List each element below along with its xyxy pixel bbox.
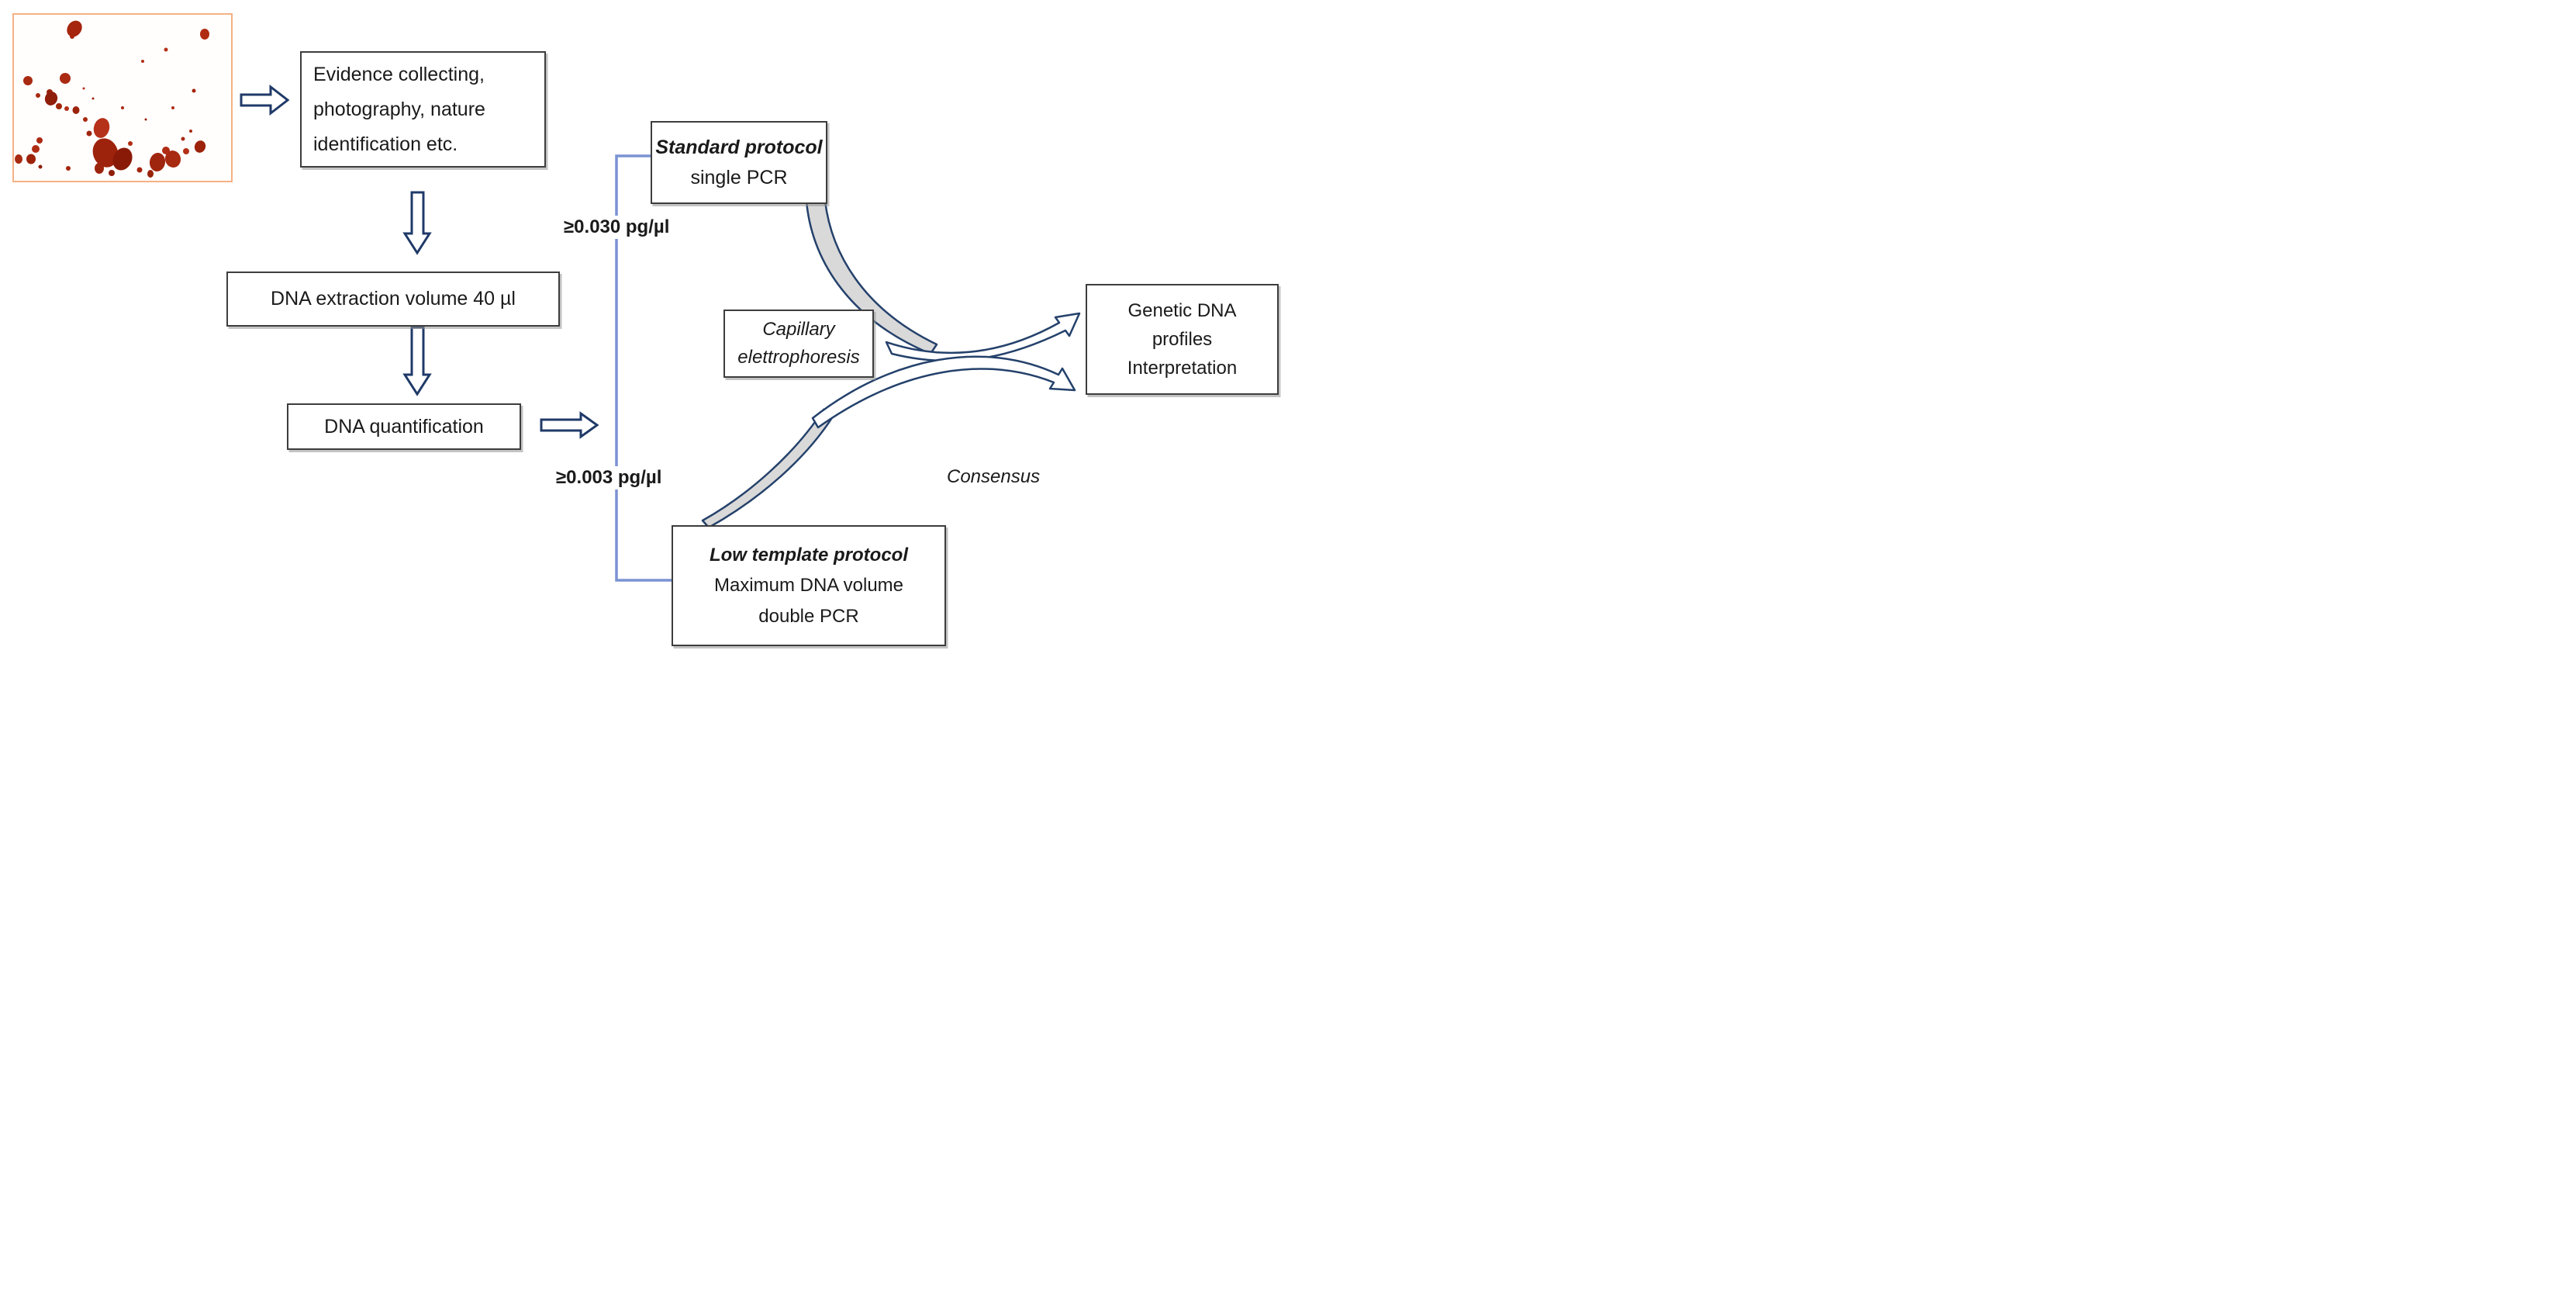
blood-droplet bbox=[147, 170, 154, 178]
blood-droplet bbox=[171, 106, 174, 109]
blood-droplet bbox=[192, 88, 196, 93]
blood-droplet bbox=[128, 141, 133, 146]
low-template-line-2: double PCR bbox=[758, 605, 859, 627]
arrow-down-to-extraction bbox=[402, 191, 432, 255]
genetic-line-3: Interpretation bbox=[1127, 358, 1238, 379]
blood-droplet bbox=[92, 138, 119, 168]
genetic-profiles-box: Genetic DNA profiles Interpretation bbox=[1086, 284, 1279, 395]
evidence-line-3: identification etc. bbox=[313, 133, 458, 155]
low-template-title: Low template protocol bbox=[709, 544, 908, 566]
dna-extraction-box: DNA extraction volume 40 µl bbox=[226, 272, 560, 327]
blood-droplet bbox=[83, 117, 88, 122]
blood-droplet bbox=[64, 106, 69, 111]
blood-droplet bbox=[82, 87, 85, 90]
standard-protocol-title: Standard protocol bbox=[655, 136, 823, 158]
low-template-line-1: Maximum DNA volume bbox=[713, 575, 904, 597]
curved-arrow-lower-into-profiles bbox=[811, 355, 1076, 429]
blood-droplet bbox=[121, 106, 124, 109]
blood-droplet bbox=[183, 148, 189, 154]
blood-spatter-image bbox=[12, 13, 233, 182]
blood-droplet bbox=[60, 73, 71, 84]
blood-droplet bbox=[144, 118, 147, 121]
blood-droplet bbox=[15, 154, 22, 164]
blood-droplet bbox=[23, 76, 33, 85]
blood-droplet bbox=[194, 140, 206, 153]
blood-droplet bbox=[164, 47, 168, 52]
dna-extraction-label: DNA extraction volume 40 µl bbox=[271, 288, 516, 310]
evidence-line-2: photography, nature bbox=[313, 98, 485, 120]
connector-layer bbox=[240, 84, 1081, 582]
blood-droplet bbox=[67, 20, 82, 37]
blood-droplet bbox=[136, 167, 143, 173]
evidence-collection-box: Evidence collecting, photography, nature… bbox=[300, 51, 546, 168]
blood-droplet bbox=[95, 163, 104, 174]
blood-droplets bbox=[15, 20, 209, 178]
genetic-line-1: Genetic DNA bbox=[1127, 299, 1237, 321]
genetic-line-2: profiles bbox=[1152, 328, 1213, 350]
flowchart-canvas: Evidence collecting, photography, nature… bbox=[0, 0, 1288, 652]
threshold-high-label: ≥0.030 pg/µl bbox=[561, 216, 672, 239]
blood-droplet bbox=[56, 103, 62, 109]
dna-quantification-label: DNA quantification bbox=[324, 415, 484, 438]
evidence-line-1: Evidence collecting, bbox=[313, 63, 485, 85]
blood-droplet bbox=[70, 34, 74, 39]
blood-droplet bbox=[149, 153, 166, 171]
blood-droplet bbox=[36, 93, 40, 98]
blood-droplet bbox=[38, 164, 43, 169]
blood-droplet bbox=[109, 170, 115, 176]
blood-droplet bbox=[92, 97, 95, 100]
arrow-right-to-branch bbox=[540, 411, 599, 439]
arrow-right-to-evidence bbox=[240, 84, 290, 116]
blood-droplet bbox=[141, 60, 144, 63]
arrow-down-to-quantification bbox=[402, 326, 432, 396]
standard-protocol-box: Standard protocol single PCR bbox=[651, 121, 827, 204]
capillary-line-2: elettrophoresis bbox=[737, 347, 860, 368]
blood-droplet bbox=[72, 106, 80, 114]
low-template-protocol-box: Low template protocol Maximum DNA volume… bbox=[672, 525, 946, 646]
threshold-low-label: ≥0.003 pg/µl bbox=[554, 466, 665, 489]
ribbon-consensus-to-lowtemplate bbox=[701, 408, 834, 529]
blood-droplet bbox=[189, 130, 192, 133]
blood-droplet bbox=[164, 150, 181, 168]
capillary-line-1: Capillary bbox=[762, 319, 835, 340]
blood-droplet bbox=[162, 147, 170, 154]
blood-droplet bbox=[200, 29, 209, 40]
standard-protocol-subtitle: single PCR bbox=[690, 166, 788, 189]
consensus-label: Consensus bbox=[947, 466, 1041, 487]
capillary-electrophoresis-box: Capillary elettrophoresis bbox=[723, 310, 874, 378]
ribbon-standard-to-profiles bbox=[805, 199, 938, 355]
blood-droplet bbox=[36, 137, 43, 144]
decision-bracket-line bbox=[615, 154, 672, 582]
blood-droplet bbox=[32, 145, 40, 153]
blood-droplet bbox=[181, 137, 185, 141]
blood-droplet bbox=[26, 154, 36, 164]
blood-droplet bbox=[66, 166, 71, 171]
blood-droplet bbox=[44, 92, 58, 105]
dna-quantification-box: DNA quantification bbox=[287, 403, 521, 450]
blood-droplet bbox=[112, 147, 133, 171]
blood-droplet bbox=[86, 130, 92, 137]
blood-droplet bbox=[93, 118, 110, 138]
